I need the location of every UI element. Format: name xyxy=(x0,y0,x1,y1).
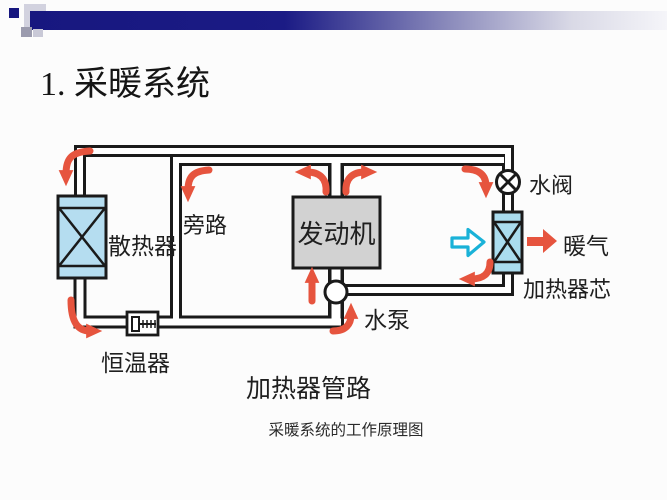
flow-arrow-thermostat-right xyxy=(67,296,103,339)
flow-arrow-engine-out-left xyxy=(294,164,330,196)
flow-arrow-engine-out-right xyxy=(342,164,378,196)
header-deco-square-navy xyxy=(9,8,19,18)
engine-box xyxy=(291,195,382,270)
header-deco-square-gray xyxy=(21,27,32,37)
heater-core-symbol xyxy=(491,210,524,275)
thermostat-symbol xyxy=(125,310,160,337)
diagram-caption: 采暖系统的工作原理图 xyxy=(268,422,424,439)
heater-pipeline-label: 加热器管路 xyxy=(246,375,372,403)
flow-arrow-bottom-to-pump-up xyxy=(329,302,359,335)
air-flow-arrow xyxy=(450,227,486,258)
warm-air-arrow xyxy=(527,229,557,253)
coolant-flow-arrows xyxy=(58,147,494,339)
water-pump-symbol xyxy=(323,279,349,305)
heater-core-label: 加热器芯 xyxy=(523,277,612,302)
flow-arrow-bypass-down xyxy=(180,166,213,203)
header-gradient-bar xyxy=(30,11,667,30)
slide-title: 1. 采暖系统 xyxy=(40,66,210,103)
flow-arrow-radiator-down xyxy=(58,147,94,187)
thermostat-label: 恒温器 xyxy=(101,350,170,376)
warm-air-label: 暖气 xyxy=(563,233,609,259)
radiator-symbol xyxy=(56,194,108,280)
flow-arrow-heater-return-left xyxy=(458,258,494,287)
radiator-label: 散热器 xyxy=(108,233,177,259)
engine-label: 发动机 xyxy=(297,219,376,249)
flow-arrow-to-valve-down xyxy=(461,165,494,199)
header-deco-square-light2 xyxy=(33,29,43,37)
water-valve-symbol xyxy=(495,169,521,195)
water-valve-label: 水阀 xyxy=(529,173,574,198)
bypass-label: 旁路 xyxy=(183,213,228,238)
water-pump-label: 水泵 xyxy=(364,307,410,333)
